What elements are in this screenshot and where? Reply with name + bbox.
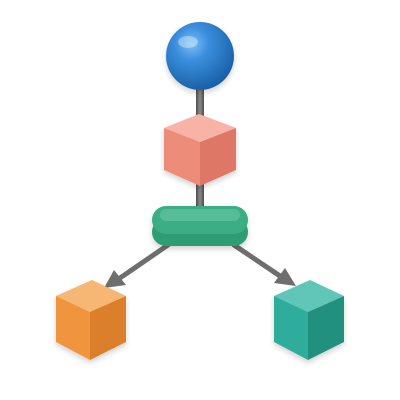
arrow-hub-to-left-cube (104, 242, 171, 288)
arrow-hub-to-right-cube (231, 242, 296, 286)
sphere-node (166, 22, 234, 90)
hub-pill-node (152, 206, 248, 246)
right-cube-node (274, 280, 344, 360)
left-cube-node (56, 280, 126, 360)
top-cube-node (164, 114, 236, 186)
